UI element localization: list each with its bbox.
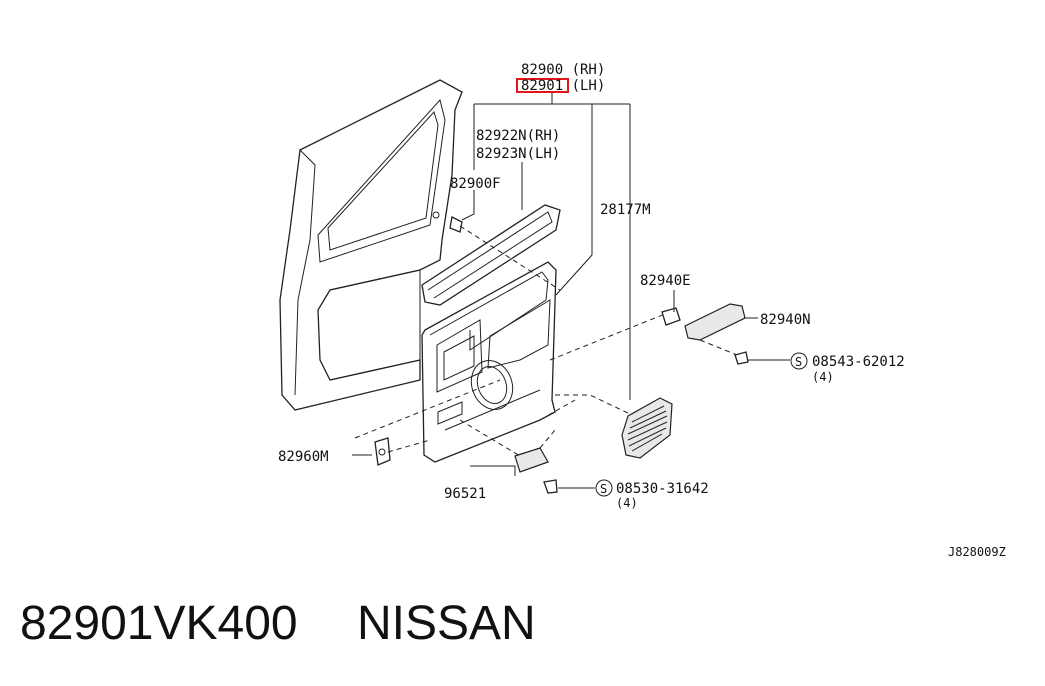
clip-82900f xyxy=(449,216,463,233)
callout-lh-assembly: 82901 (LH) xyxy=(521,78,605,94)
pull-cup-96521 xyxy=(514,447,558,494)
callout-screw-a-qty: (4) xyxy=(812,370,834,384)
upper-finisher xyxy=(421,204,561,306)
callout-rh-finisher: 82922N(RH) xyxy=(476,128,560,144)
callout-clip: 82900F xyxy=(450,176,501,192)
assist-grip xyxy=(661,303,749,365)
callout-escutcheon: 82960M xyxy=(278,449,329,465)
callout-rh-assembly: 82900 (RH) xyxy=(521,62,605,78)
callout-screw-b: 08530-31642 xyxy=(616,481,709,497)
parts-diagram: 82900 (RH) 82901 (LH) 82922N(RH) 82923N(… xyxy=(278,62,1006,559)
speaker-grille xyxy=(621,397,673,459)
callout-labels: 82900 (RH) 82901 (LH) 82922N(RH) 82923N(… xyxy=(278,62,1006,559)
screw-b-symbol: S xyxy=(600,482,607,496)
brand-name: NISSAN xyxy=(356,597,536,650)
callout-lh-finisher: 82923N(LH) xyxy=(476,146,560,162)
drawing-code: J828009Z xyxy=(948,545,1006,559)
part-highlight-box xyxy=(516,78,569,93)
leader-lines xyxy=(352,92,808,497)
callout-seal: 28177M xyxy=(600,202,651,218)
screw-a-symbol: S xyxy=(795,355,802,369)
callout-screw-a: 08543-62012 xyxy=(812,354,905,370)
callout-grip-bracket: 82940E xyxy=(640,273,691,289)
callout-pull-cup: 96521 xyxy=(444,486,486,502)
part-number: 82901VK400 xyxy=(20,597,298,650)
dashed-lines xyxy=(354,225,738,457)
callout-screw-b-qty: (4) xyxy=(616,496,638,510)
door-frame xyxy=(279,79,463,411)
escutcheon-82960m xyxy=(374,437,391,466)
callout-grip: 82940N xyxy=(760,312,811,328)
part-footer: 82901VK400 NISSAN xyxy=(20,596,536,666)
trim-panel xyxy=(421,261,557,463)
